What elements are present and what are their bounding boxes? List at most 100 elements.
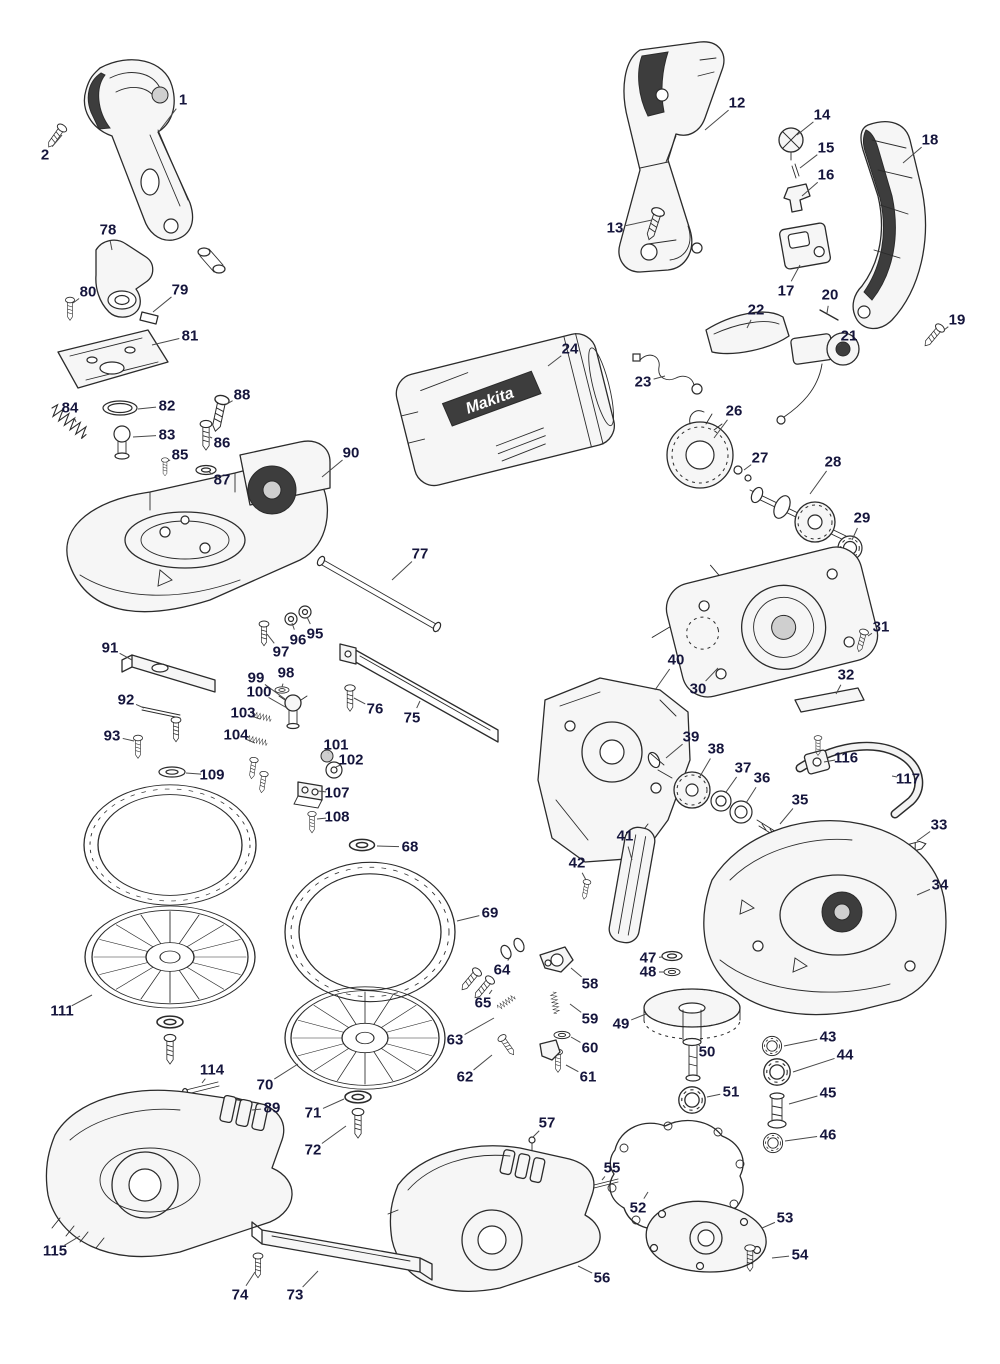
part-label-61: 61 — [580, 1069, 597, 1086]
part-motor-internals-drawing — [666, 410, 863, 561]
part-label-29: 29 — [854, 510, 871, 527]
part-label-22: 22 — [748, 302, 765, 319]
part-label-14: 14 — [814, 107, 831, 124]
leader-line-34 — [916, 888, 931, 896]
part-rear-handle-drawing — [43, 59, 226, 274]
leader-line-16 — [801, 181, 819, 197]
part-label-48: 48 — [640, 964, 657, 981]
part-label-74: 74 — [232, 1287, 249, 1304]
leader-line-31 — [867, 632, 873, 637]
part-label-21: 21 — [841, 328, 858, 345]
part-label-97: 97 — [273, 644, 290, 661]
leader-line-54 — [771, 1255, 790, 1259]
leader-line-64 — [507, 956, 511, 961]
part-label-107: 107 — [324, 785, 349, 802]
leader-line-92 — [135, 704, 145, 709]
leader-line-52 — [643, 1191, 649, 1199]
leader-line-68 — [376, 845, 400, 848]
part-label-16: 16 — [818, 167, 835, 184]
leader-line-45 — [788, 1095, 818, 1105]
part-label-52: 52 — [630, 1200, 647, 1217]
part-label-87: 87 — [214, 472, 231, 489]
part-label-34: 34 — [932, 877, 949, 894]
part-label-33: 33 — [931, 817, 948, 834]
leader-line-117 — [891, 775, 898, 778]
part-front-handle-drawing — [618, 41, 725, 273]
part-label-83: 83 — [159, 427, 176, 444]
part-label-81: 81 — [182, 328, 199, 345]
part-label-85: 85 — [172, 447, 189, 464]
part-label-102: 102 — [338, 752, 363, 769]
part-label-45: 45 — [820, 1085, 837, 1102]
leader-line-46 — [784, 1136, 818, 1142]
part-label-51: 51 — [723, 1084, 740, 1101]
leader-line-90 — [321, 459, 343, 478]
part-label-49: 49 — [613, 1016, 630, 1033]
leader-line-49 — [631, 1013, 647, 1021]
leader-line-24 — [547, 355, 562, 367]
part-label-31: 31 — [873, 619, 890, 636]
leader-line-59 — [569, 1003, 582, 1013]
leader-line-12 — [704, 109, 729, 131]
leader-line-44 — [792, 1057, 835, 1073]
leader-line-27 — [743, 464, 752, 471]
part-label-19: 19 — [949, 312, 966, 329]
leader-line-80 — [72, 298, 80, 304]
leader-line-72 — [321, 1125, 347, 1144]
leader-line-35 — [779, 808, 794, 825]
part-gasket-cover-drawing — [581, 1119, 767, 1273]
leader-line-29 — [851, 527, 858, 541]
leader-line-62 — [473, 1054, 493, 1071]
leader-line-58 — [570, 967, 582, 978]
leader-line-56 — [577, 1265, 593, 1274]
leader-line-102 — [335, 764, 342, 768]
part-label-78: 78 — [100, 222, 117, 239]
leader-line-32 — [835, 684, 842, 695]
leader-line-107 — [317, 790, 327, 793]
leader-line-40 — [654, 668, 671, 691]
part-wheel-111-drawing — [84, 905, 256, 1009]
part-label-109: 109 — [199, 767, 224, 784]
leader-line-84 — [73, 417, 77, 423]
part-gear-housing-drawing — [651, 546, 879, 713]
leader-line-103 — [253, 716, 261, 720]
part-label-26: 26 — [726, 403, 743, 420]
part-label-2: 2 — [41, 147, 49, 164]
leader-line-42 — [581, 872, 587, 881]
leader-line-115 — [64, 1235, 81, 1246]
leader-line-77 — [391, 561, 413, 581]
leader-line-104 — [245, 738, 256, 744]
leader-line-15 — [799, 154, 818, 169]
part-label-58: 58 — [582, 976, 599, 993]
part-handle-rod-drawing — [795, 735, 929, 861]
leader-line-99 — [264, 684, 286, 700]
part-label-54: 54 — [792, 1247, 809, 1264]
part-label-41: 41 — [617, 828, 634, 845]
leader-line-78 — [109, 240, 113, 251]
part-label-71: 71 — [305, 1105, 322, 1122]
leader-line-88 — [226, 400, 233, 405]
part-label-116: 116 — [834, 750, 858, 767]
leader-line-43 — [783, 1038, 818, 1047]
part-label-96: 96 — [290, 632, 307, 649]
part-label-17: 17 — [778, 283, 795, 300]
part-label-90: 90 — [343, 445, 360, 462]
part-label-35: 35 — [792, 792, 809, 809]
part-label-100: 100 — [246, 684, 271, 701]
part-label-50: 50 — [699, 1044, 716, 1061]
part-label-42: 42 — [569, 855, 586, 872]
leader-line-17 — [790, 264, 801, 282]
part-tube-drawing — [579, 826, 656, 944]
part-bracket-91-drawing — [121, 654, 216, 759]
part-label-89: 89 — [264, 1100, 281, 1117]
part-label-108: 108 — [324, 809, 349, 826]
part-label-30: 30 — [690, 681, 707, 698]
part-label-103: 103 — [230, 705, 255, 722]
part-label-1: 1 — [179, 92, 187, 109]
part-label-39: 39 — [683, 729, 700, 746]
part-label-84: 84 — [62, 400, 79, 417]
part-label-13: 13 — [607, 220, 624, 237]
part-label-36: 36 — [754, 770, 771, 787]
